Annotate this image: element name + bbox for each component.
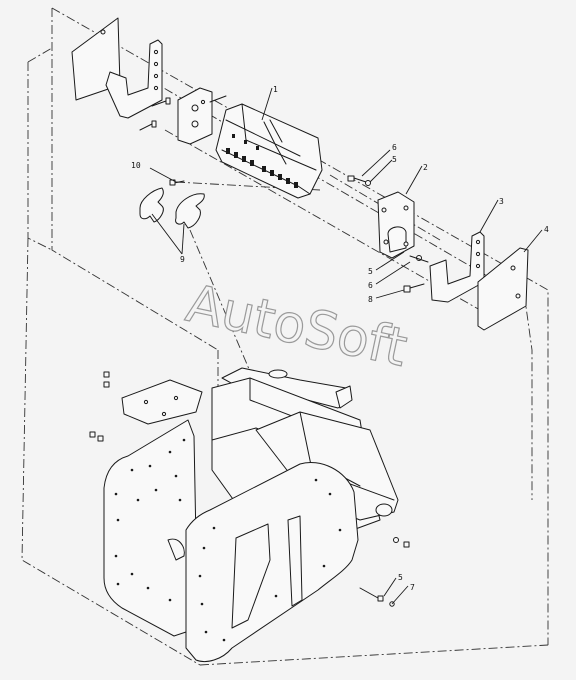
callout-2: 2	[423, 163, 428, 172]
callout-5-lower: 5	[398, 573, 403, 582]
callout-8: 8	[368, 295, 373, 304]
part-4-cover-plate	[477, 247, 529, 331]
housing-teeth	[226, 134, 298, 188]
bolts-upper	[139, 95, 227, 131]
callout-7: 7	[410, 583, 415, 592]
main-frame-assembly	[103, 367, 399, 662]
part-9-hooks	[139, 187, 205, 229]
watermark-text: AutoSoft	[181, 274, 412, 379]
bracket-3-upper	[105, 39, 163, 119]
frame-bolts	[89, 371, 410, 607]
mount-plate-2-upper	[177, 87, 213, 145]
part-3-l-bracket	[429, 231, 485, 303]
part-1-housing	[215, 103, 323, 199]
callout-1: 1	[273, 85, 278, 94]
callout-6-upper: 6	[392, 143, 397, 152]
part-2-mount-bracket	[377, 191, 415, 259]
callout-3: 3	[499, 197, 504, 206]
callout-labels: 1 2 3 4 6 5 10 9 5 6 8 5 7	[131, 85, 549, 592]
callout-leaders	[149, 87, 543, 605]
callout-5-upper: 5	[392, 155, 397, 164]
callout-6-mid: 6	[368, 281, 373, 290]
frame-holes	[114, 438, 342, 642]
callout-5-mid: 5	[368, 267, 373, 276]
callout-10: 10	[131, 161, 141, 170]
callout-4: 4	[544, 225, 549, 234]
callout-9: 9	[180, 255, 185, 264]
